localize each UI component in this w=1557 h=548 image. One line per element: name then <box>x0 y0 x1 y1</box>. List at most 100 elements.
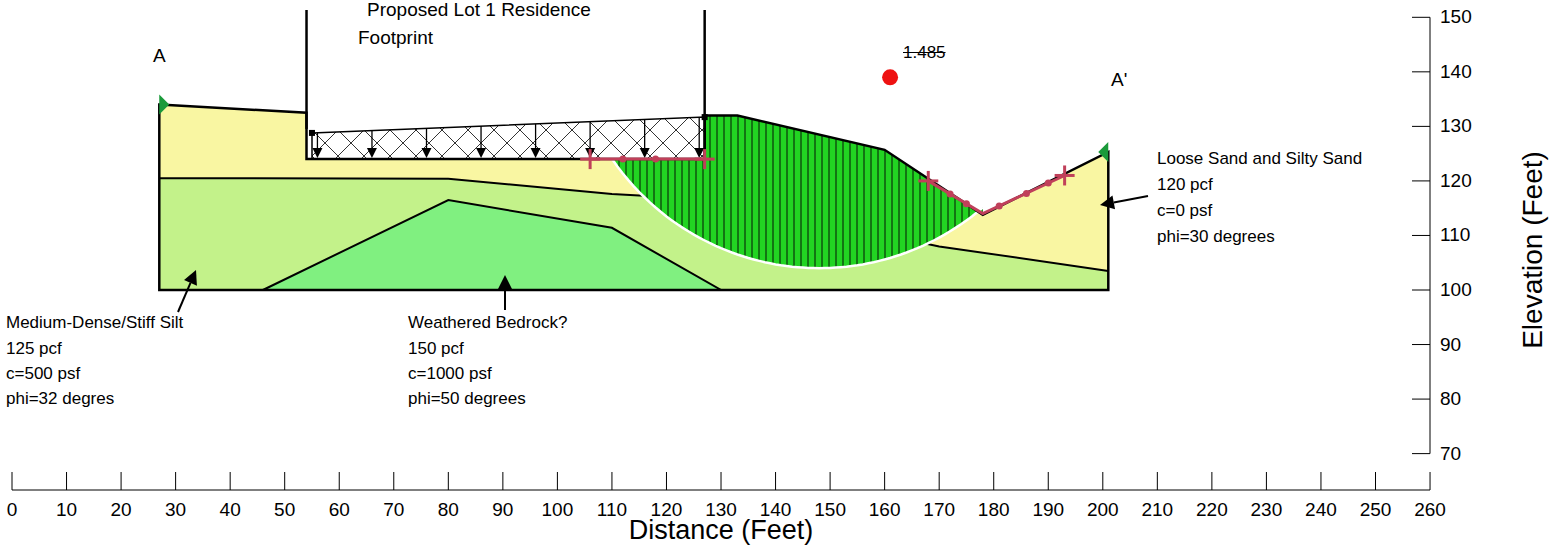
section-marker <box>159 95 169 115</box>
load-arrow-shaft <box>699 117 700 149</box>
x-tick <box>993 472 994 490</box>
material-property: 125 pcf <box>6 340 62 359</box>
y-tick <box>1412 344 1430 345</box>
x-tick <box>1157 472 1158 490</box>
load-arrow-shaft <box>589 122 590 149</box>
x-tick-label: 0 <box>7 500 18 521</box>
x-tick <box>1375 472 1376 490</box>
load-arrow-head <box>640 148 650 158</box>
y-tick <box>1412 71 1430 72</box>
footprint-limit <box>305 10 308 129</box>
y-tick-label: 110 <box>1440 225 1470 246</box>
range-dot <box>963 200 970 207</box>
x-tick-label: 100 <box>542 500 574 521</box>
x-tick <box>230 472 231 490</box>
x-tick-label: 250 <box>1360 500 1392 521</box>
x-tick <box>1211 472 1212 490</box>
x-tick <box>557 472 558 490</box>
x-tick-label: 50 <box>274 500 295 521</box>
callout-arrow <box>504 289 506 310</box>
x-tick <box>339 472 340 490</box>
load-arrow-shaft <box>535 124 536 149</box>
x-tick-label: 110 <box>597 500 627 521</box>
circle-center <box>882 69 898 85</box>
x-tick <box>175 472 176 490</box>
x-tick-label: 10 <box>56 500 77 521</box>
y-tick-label: 140 <box>1440 61 1472 82</box>
range-cross <box>703 149 706 169</box>
material-property: phi=32 degres <box>6 390 114 409</box>
load-arrow-shaft <box>317 133 318 149</box>
x-tick-label: 40 <box>220 500 241 521</box>
load-arrow-head <box>531 148 541 158</box>
x-tick <box>66 472 67 490</box>
callout-arrowhead <box>1100 196 1115 210</box>
y-tick-label: 70 <box>1440 443 1461 464</box>
load-arrow-shaft <box>644 120 645 150</box>
x-tick-label: 210 <box>1141 500 1173 521</box>
y-tick-label: 80 <box>1440 389 1461 410</box>
load-arrow-head <box>476 148 486 158</box>
section-end-label: A' <box>1111 70 1127 91</box>
load-arrow-shaft <box>480 126 481 149</box>
x-tick <box>721 472 722 490</box>
range-dot <box>1045 180 1052 187</box>
y-tick <box>1412 453 1430 454</box>
x-tick <box>830 472 831 490</box>
material-property: 120 pcf <box>1157 176 1213 195</box>
range-dot <box>996 203 1003 210</box>
load-arrow-shaft <box>371 131 372 150</box>
silt-layer <box>159 105 1108 290</box>
y-tick <box>1412 17 1430 18</box>
x-tick-label: 230 <box>1251 500 1283 521</box>
x-tick <box>1102 472 1103 490</box>
x-tick-label: 80 <box>438 500 459 521</box>
material-property: c=1000 psf <box>408 365 492 384</box>
x-tick <box>1266 472 1267 490</box>
x-tick <box>12 472 13 490</box>
y-tick-label: 120 <box>1440 170 1472 191</box>
y-tick-label: 150 <box>1440 7 1472 28</box>
x-tick-label: 170 <box>923 500 955 521</box>
material-name: Weathered Bedrock? <box>408 314 567 333</box>
material-property: c=0 psf <box>1157 202 1212 221</box>
range-cross <box>1063 165 1066 185</box>
range-dot <box>947 191 954 198</box>
safety-factor: 1.485 <box>903 44 946 63</box>
x-tick-label: 160 <box>869 500 901 521</box>
x-tick <box>1430 472 1431 490</box>
footprint-title: Proposed Lot 1 Residence <box>367 0 591 21</box>
entry-range <box>590 158 705 161</box>
footprint-limit <box>703 10 706 159</box>
x-tick-label: 240 <box>1305 500 1337 521</box>
range-dot <box>1023 190 1030 197</box>
x-tick <box>448 472 449 490</box>
x-tick <box>666 472 667 490</box>
material-property: phi=50 degrees <box>408 390 526 409</box>
material-name: Medium-Dense/Stiff Silt <box>6 314 183 333</box>
x-tick-label: 90 <box>492 500 513 521</box>
load-arrow-head <box>694 148 704 158</box>
x-tick <box>939 472 940 490</box>
range-cross <box>589 149 592 169</box>
x-tick <box>1320 472 1321 490</box>
slip-surface <box>612 159 983 269</box>
load-corner <box>309 130 315 136</box>
material-property: 150 pcf <box>408 340 464 359</box>
axis-title: Distance (Feet) <box>629 516 814 546</box>
axis-title: Elevation (Feet) <box>1518 151 1549 349</box>
y-tick-label: 130 <box>1440 116 1472 137</box>
x-tick-label: 70 <box>383 500 404 521</box>
x-tick <box>121 472 122 490</box>
section-outline <box>159 105 1108 290</box>
x-tick-label: 30 <box>165 500 186 521</box>
load-arrow-head <box>422 148 432 158</box>
x-tick-label: 220 <box>1196 500 1228 521</box>
x-tick-label: 190 <box>1032 500 1064 521</box>
y-tick <box>1412 126 1430 127</box>
y-tick <box>1412 290 1430 291</box>
x-tick <box>1048 472 1049 490</box>
x-tick <box>284 472 285 490</box>
range-dot <box>619 156 626 163</box>
